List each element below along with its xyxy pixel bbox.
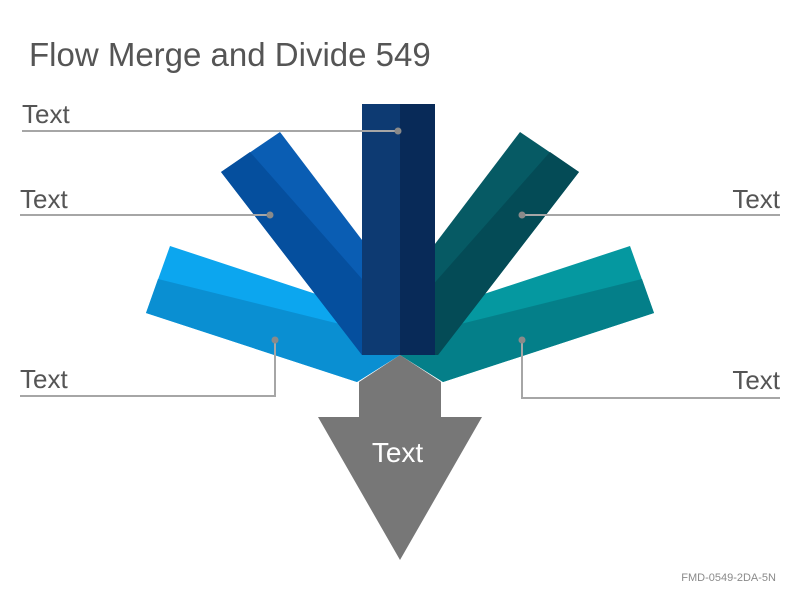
connector-lower-right [521,340,780,399]
label-upper-right: Text [732,184,780,214]
label-lower-right: Text [732,365,780,395]
dot-upper-right [518,211,526,219]
label-top: Text [22,99,70,129]
right-inner-bar [400,132,579,355]
merge-arrow [318,355,482,560]
page-title: Flow Merge and Divide 549 [29,36,431,73]
connector-lower-left [20,340,276,397]
label-upper-left: Text [20,184,68,214]
connector-dots [266,127,526,344]
arrow-label: Text [371,437,424,468]
diagram-code: FMD-0549-2DA-5N [681,572,776,584]
left-outer-bar [146,246,400,382]
dot-lower-left [271,336,279,344]
center-bar [362,104,435,355]
right-outer-bar [400,246,654,382]
dot-top [394,127,402,135]
dot-lower-right [518,336,526,344]
left-inner-bar [221,132,400,355]
dot-upper-left [266,211,274,219]
connector-lines [20,130,780,399]
label-lower-left: Text [20,364,68,394]
